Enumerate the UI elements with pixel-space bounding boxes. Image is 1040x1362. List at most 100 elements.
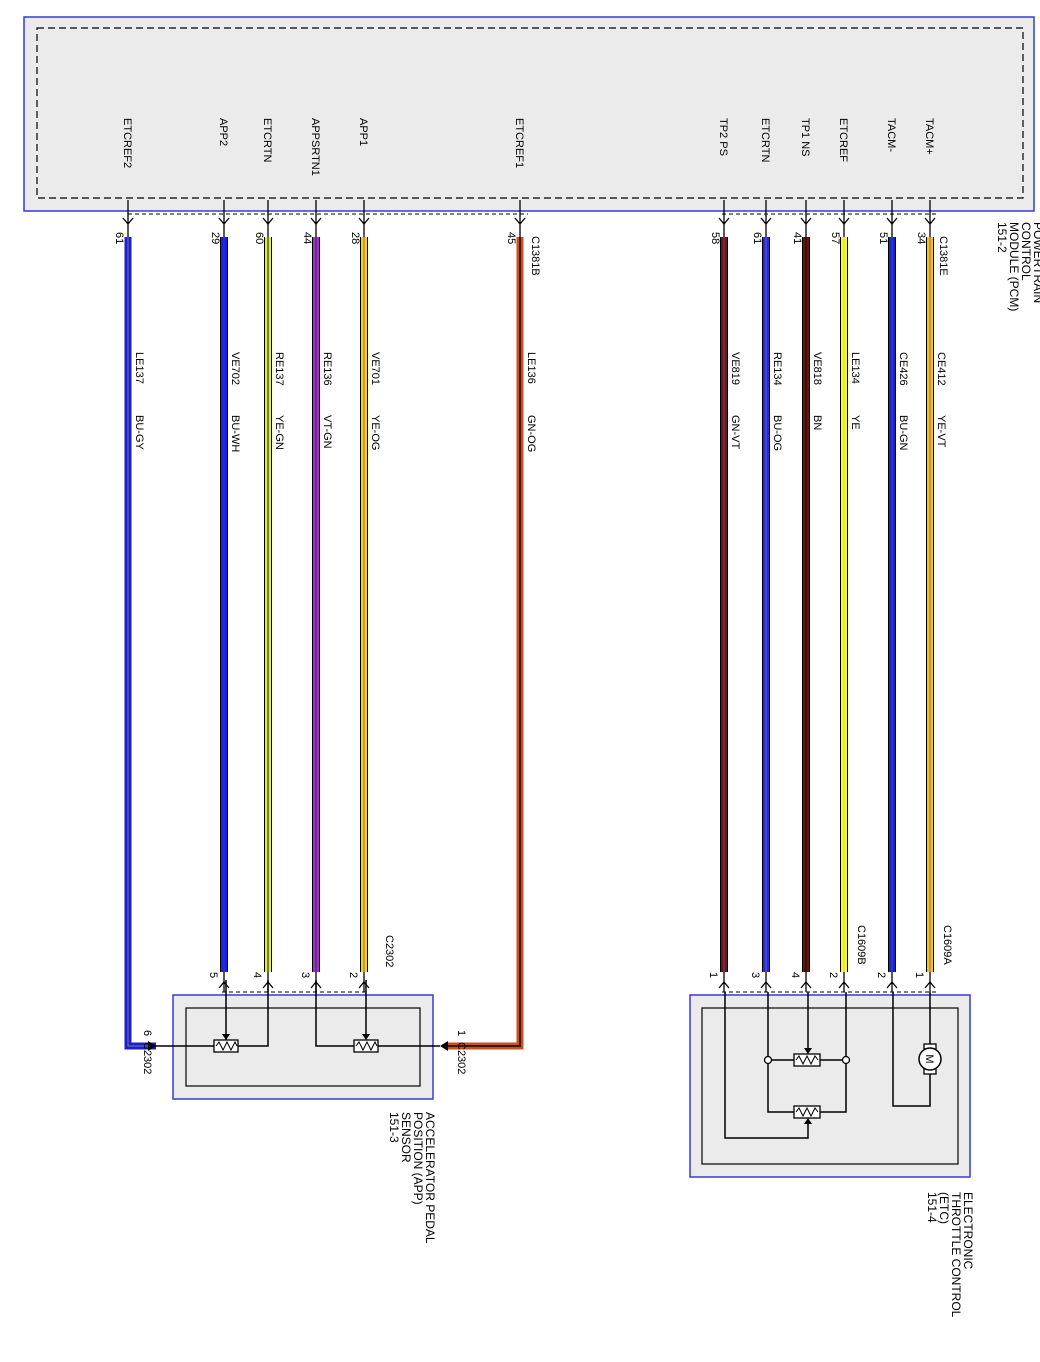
app-pin-1: 1 xyxy=(455,1030,467,1036)
wire-id-label: LE134 xyxy=(849,352,861,384)
app-pin-6: 6 xyxy=(141,1030,153,1036)
pin-arrow xyxy=(310,217,322,226)
connector-arrow xyxy=(838,980,850,989)
wire-id-label: LE136 xyxy=(525,352,537,384)
wire-id-label: RE137 xyxy=(273,352,285,386)
wire-color-label: BU-WH xyxy=(229,415,241,452)
pin-arrow xyxy=(886,217,898,226)
pcm-pin-number: 34 xyxy=(915,232,927,244)
etc-pin-number: 4 xyxy=(789,972,801,978)
app-connector-right-label: C2302 xyxy=(455,1042,467,1074)
app-pin1-arrow xyxy=(440,1041,448,1051)
connector-arrow xyxy=(718,980,730,989)
etc-pin-number: 2 xyxy=(875,972,887,978)
wire-color-label: BU-GN xyxy=(897,415,909,451)
etc-pin-number: 1 xyxy=(913,972,925,978)
pcm-pin-number: 58 xyxy=(709,232,721,244)
wire-id-label: LE137 xyxy=(133,352,145,384)
pcm-signal-label: ETCREF2 xyxy=(121,118,133,168)
svg-text:MODULE (PCM): MODULE (PCM) xyxy=(1007,222,1021,311)
app-resistor-1 xyxy=(213,1034,239,1053)
pin-arrow xyxy=(800,217,812,226)
app-internal-circuit xyxy=(148,980,440,1047)
wire-le136 xyxy=(448,237,524,1050)
wire-color-label: YE-VT xyxy=(935,415,947,448)
pcm-pin-labels: ETCREF261LE137BU-GYAPP229VE702BU-WHETCRT… xyxy=(113,118,947,452)
etc-connector-a-label: C1609A xyxy=(941,925,953,965)
etc-sensor-resistor-2 xyxy=(793,1105,821,1124)
pcm-signal-label: TP2 PS xyxy=(717,118,729,156)
etc-junction-1 xyxy=(763,1055,773,1065)
app-pin-number: 2 xyxy=(347,972,359,978)
svg-text:151-4: 151-4 xyxy=(925,1192,939,1223)
pin-arrow xyxy=(514,217,526,226)
connector-arrow xyxy=(218,980,230,989)
svg-text:POSITION (APP): POSITION (APP) xyxy=(411,1112,425,1205)
pin-arrow xyxy=(924,217,936,226)
pcm-signal-label: ETCREF xyxy=(837,118,849,162)
wire-id-label: VE819 xyxy=(729,352,741,385)
svg-text:THROTTLE CONTROL: THROTTLE CONTROL xyxy=(949,1192,963,1318)
etc-pin-number: 2 xyxy=(827,972,839,978)
connector-c1381b-label: C1381B xyxy=(529,236,541,276)
wire-color-label: YE xyxy=(849,415,861,430)
wire-id-label: VE818 xyxy=(811,352,823,385)
wire-stripe xyxy=(127,237,156,1047)
etc-pin-number: 3 xyxy=(749,972,761,978)
svg-text:ELECTRONIC: ELECTRONIC xyxy=(961,1192,975,1270)
svg-text:CONTROL: CONTROL xyxy=(1019,222,1033,281)
connector-arrow xyxy=(358,980,370,989)
wire-stripe xyxy=(448,237,521,1047)
app-connector-top-label: C2302 xyxy=(383,935,395,967)
pin-arrow xyxy=(760,217,772,226)
pin-arrow xyxy=(218,217,230,226)
pcm-signal-label: ETCRTN xyxy=(261,118,273,162)
etc-internal-circuit xyxy=(724,992,931,1139)
pcm-pin-number: 61 xyxy=(113,232,125,244)
wires xyxy=(122,200,936,1050)
wire-color-label: YE-GN xyxy=(273,415,285,450)
etc-motor: M xyxy=(918,1043,942,1075)
wire-id-label: RE134 xyxy=(771,352,783,386)
pcm-pin-number: 44 xyxy=(301,232,313,244)
pcm-signal-label: ETCREF1 xyxy=(513,118,525,168)
pcm-pin-number: 41 xyxy=(791,232,803,244)
app-title: ACCELERATOR PEDAL POSITION (APP) SENSOR … xyxy=(387,1112,437,1244)
pin-arrow xyxy=(718,217,730,226)
app-pin-number: 5 xyxy=(207,972,219,978)
connector-c1381e-label: C1381E xyxy=(937,236,949,276)
connector-arrow xyxy=(924,980,936,989)
wire-id-label: RE136 xyxy=(321,352,333,386)
app-connector-left-label: C2302 xyxy=(141,1042,153,1074)
pcm-pin-number: 45 xyxy=(505,232,517,244)
svg-text:POWERTRAIN: POWERTRAIN xyxy=(1031,222,1040,303)
pin-arrow xyxy=(838,217,850,226)
wire-color-label: VT-GN xyxy=(321,415,333,449)
pcm-title: POWERTRAIN CONTROL MODULE (PCM) 151-2 xyxy=(995,222,1040,311)
pcm-inner-dashed xyxy=(36,27,1024,199)
wire-id-label: VE702 xyxy=(229,352,241,385)
pcm-signal-label: APPSRTN1 xyxy=(309,118,321,176)
pcm-pin-number: 60 xyxy=(253,232,265,244)
wire-color-label: BU-GY xyxy=(133,415,145,451)
pcm-signal-label: APP2 xyxy=(217,118,229,146)
etc-inner xyxy=(701,1007,959,1165)
pcm-signal-label: TACM+ xyxy=(923,118,935,155)
app-pin-number: 3 xyxy=(299,972,311,978)
pcm-pin-number: 28 xyxy=(349,232,361,244)
pcm-signal-label: ETCRTN xyxy=(759,118,771,162)
wire-color-label: BN xyxy=(811,415,823,430)
app-resistor-2 xyxy=(353,1034,379,1053)
svg-text:SENSOR: SENSOR xyxy=(399,1112,413,1163)
wire-id-label: CE412 xyxy=(935,352,947,386)
pin-arrow xyxy=(358,217,370,226)
pcm-pin-number: 57 xyxy=(829,232,841,244)
wire-id-label: CE426 xyxy=(897,352,909,386)
wire-id-label: VE701 xyxy=(369,352,381,385)
wire-color-label: BU-OG xyxy=(771,415,783,451)
connector-arrow xyxy=(760,980,772,989)
svg-text:(ETC): (ETC) xyxy=(937,1192,951,1224)
pcm-signal-label: TACM- xyxy=(885,118,897,152)
